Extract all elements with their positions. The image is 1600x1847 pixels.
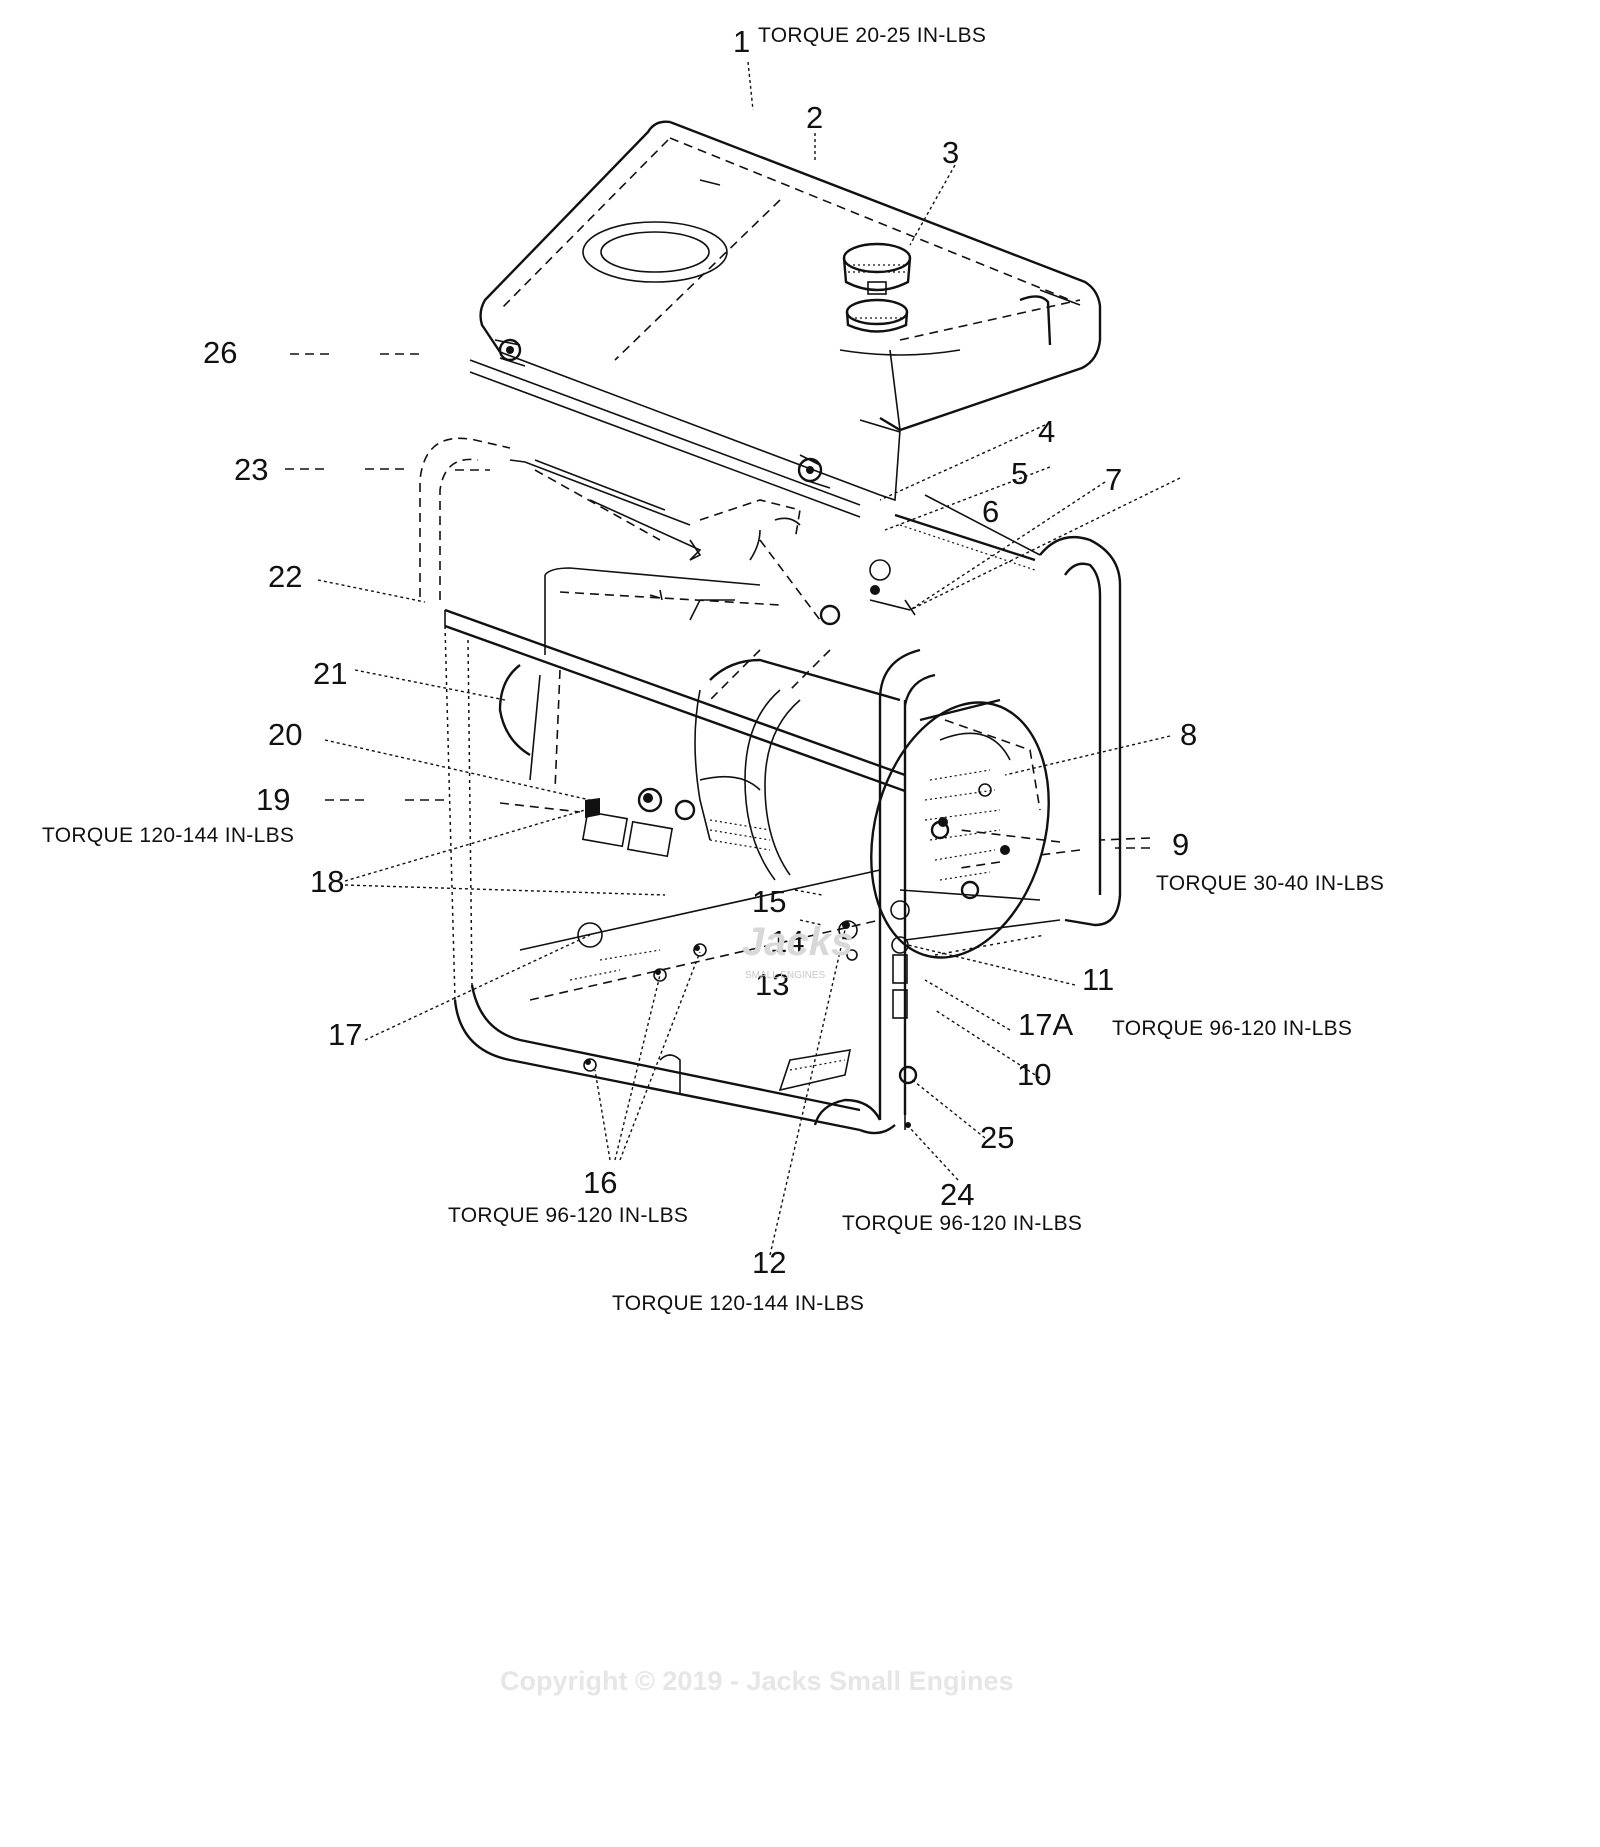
callout-13: 13 xyxy=(755,967,789,1002)
callout-4: 4 xyxy=(1038,414,1055,449)
engine-alternator xyxy=(694,649,1050,959)
callout-9: 9 xyxy=(1172,827,1189,862)
callout-14: 14 xyxy=(770,924,804,959)
callout-12: 12 xyxy=(752,1245,786,1280)
torque-note-17a: TORQUE 96-120 IN-LBS xyxy=(1112,1017,1352,1040)
callout-21: 21 xyxy=(313,656,347,691)
torque-note-12: TORQUE 120-144 IN-LBS xyxy=(612,1292,864,1315)
callout-10: 10 xyxy=(1017,1057,1051,1092)
torque-note-9: TORQUE 30-40 IN-LBS xyxy=(1156,872,1384,895)
fuel-cap xyxy=(842,242,912,333)
callout-17: 17 xyxy=(328,1017,362,1052)
callout-16: 16 xyxy=(583,1165,617,1200)
copyright-notice: Copyright © 2019 - Jacks Small Engines xyxy=(500,1666,1014,1696)
callout-labels: 1 2 3 4 5 6 7 8 9 10 11 12 13 14 15 16 1… xyxy=(203,24,1197,1280)
callout-8: 8 xyxy=(1180,717,1197,752)
callout-5: 5 xyxy=(1011,456,1028,491)
watermark-logo-tagline: SMALL ENGINES xyxy=(745,970,826,981)
callout-17a: 17A xyxy=(1018,1007,1073,1042)
callout-18: 18 xyxy=(310,864,344,899)
callout-6: 6 xyxy=(982,494,999,529)
callout-23: 23 xyxy=(234,452,268,487)
callout-20: 20 xyxy=(268,717,302,752)
muffler-assembly xyxy=(498,664,771,858)
leader-lines xyxy=(285,61,1181,1256)
callout-26: 26 xyxy=(203,335,237,370)
callout-3: 3 xyxy=(942,135,959,170)
frame-roll-cage xyxy=(419,437,1122,1135)
watermark-logo: Jacks SMALL ENGINES xyxy=(742,920,853,981)
callout-11: 11 xyxy=(1082,962,1114,997)
callout-7: 7 xyxy=(1105,462,1122,497)
base-mount-plate xyxy=(519,869,1041,1095)
callout-22: 22 xyxy=(268,559,302,594)
watermark-logo-text: Jacks xyxy=(742,920,853,964)
torque-note-1: TORQUE 20-25 IN-LBS xyxy=(758,24,986,47)
tank-mount-hardware xyxy=(494,338,831,489)
engine-shroud xyxy=(509,459,821,655)
torque-note-19: TORQUE 120-144 IN-LBS xyxy=(42,824,294,847)
torque-note-16: TORQUE 96-120 IN-LBS xyxy=(448,1204,688,1227)
right-side-hardware xyxy=(819,513,1036,1128)
callout-1: 1 xyxy=(733,24,750,59)
callout-15: 15 xyxy=(752,884,786,919)
callout-2: 2 xyxy=(806,100,823,135)
torque-note-24: TORQUE 96-120 IN-LBS xyxy=(842,1212,1082,1235)
fuel-tank xyxy=(469,120,1102,518)
callout-19: 19 xyxy=(256,782,290,817)
callout-25: 25 xyxy=(980,1120,1014,1155)
callout-24: 24 xyxy=(940,1177,974,1212)
torque-notes: TORQUE 20-25 IN-LBS TORQUE 120-144 IN-LB… xyxy=(42,24,1384,1315)
